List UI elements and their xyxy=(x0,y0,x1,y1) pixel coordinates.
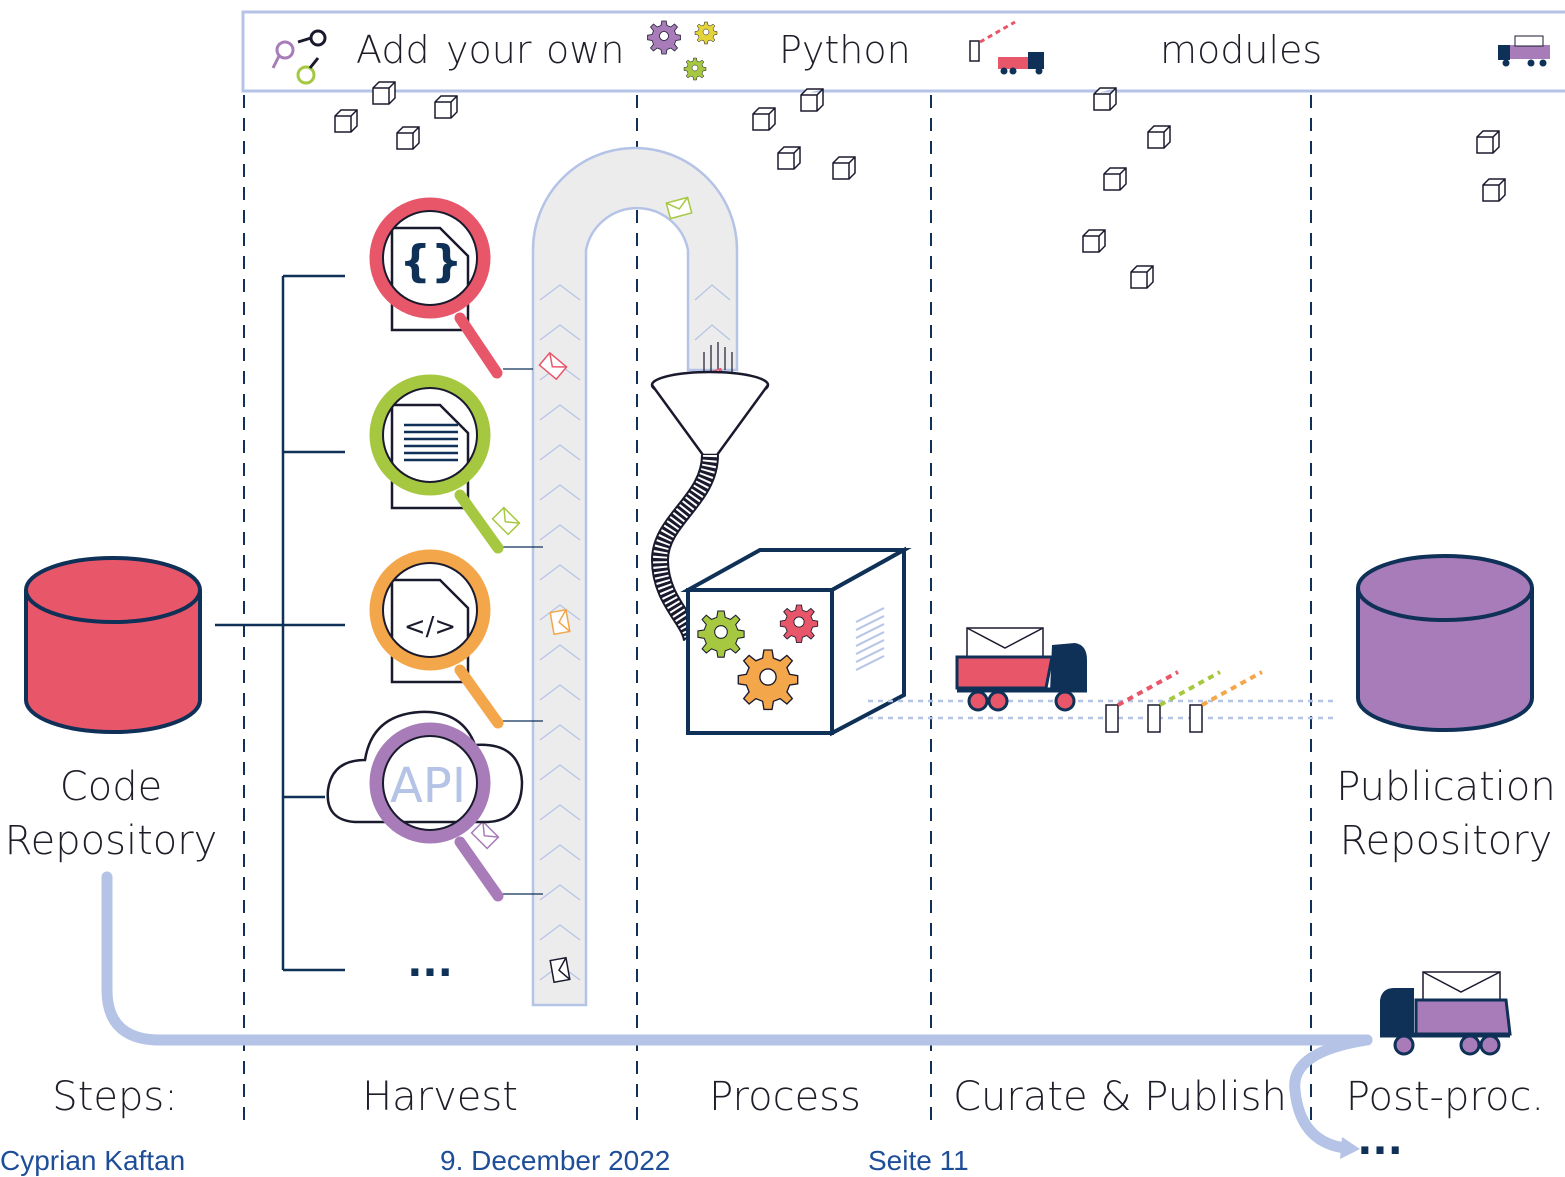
json-harvester-icon: {} xyxy=(369,197,503,379)
barrier-gates-icon xyxy=(1105,670,1263,733)
footer-page: Seite 11 xyxy=(868,1145,969,1176)
step-process: Process xyxy=(709,1074,861,1120)
purple-truck-large-icon xyxy=(1380,971,1512,1056)
code-repository-icon xyxy=(24,556,202,734)
processor-box-icon xyxy=(680,546,912,737)
text-harvester-icon xyxy=(369,374,504,554)
steps-label: Steps: xyxy=(52,1074,178,1120)
magnifier-link-icon xyxy=(271,29,327,85)
funnel-icon xyxy=(650,342,770,642)
code-repository-line-1: Code xyxy=(59,764,163,810)
banner-word-own: own xyxy=(546,28,625,72)
red-truck-icon xyxy=(955,627,1087,712)
step-harvest: Harvest xyxy=(362,1074,518,1120)
transport-lines xyxy=(868,699,1335,720)
package-cubes xyxy=(334,81,1506,289)
step-post-processing: Post-proc. xyxy=(1345,1074,1545,1120)
truck-barrier-icon xyxy=(969,20,1044,75)
harvest-branch-tree xyxy=(215,274,345,972)
banner-word-add: Add xyxy=(356,28,430,72)
code-harvester-icon: </> xyxy=(369,549,504,729)
svg-text:</>: </> xyxy=(404,612,456,642)
code-repository-line-2: Repository xyxy=(4,818,218,864)
conveyor-belt xyxy=(503,146,739,1007)
return-conveyor-tail xyxy=(1289,1034,1373,1154)
banner-word-python: Python xyxy=(779,28,911,72)
column-separators xyxy=(243,95,1312,1125)
api-harvester-icon: API xyxy=(326,710,524,902)
code-repository-label: Code Repository xyxy=(0,760,222,868)
step-curate-publish: Curate & Publish xyxy=(953,1074,1287,1120)
publication-repository-line-1: Publication xyxy=(1336,764,1556,810)
publication-repository-icon xyxy=(1356,554,1534,732)
return-conveyor xyxy=(101,871,1373,1046)
modules-banner xyxy=(241,10,1565,93)
banner-word-your: your xyxy=(446,28,532,72)
footer-date: 9. December 2022 xyxy=(440,1145,671,1176)
more-harvesters-ellipsis: ... xyxy=(407,940,453,986)
svg-text:{}: {} xyxy=(400,236,463,287)
banner-word-modules: modules xyxy=(1160,28,1323,72)
publication-repository-label: Publication Repository xyxy=(1335,760,1557,868)
publication-repository-line-2: Repository xyxy=(1339,818,1553,864)
api-label: API xyxy=(390,758,466,814)
purple-truck-icon xyxy=(1498,35,1550,67)
post-proc-ellipsis: ... xyxy=(1357,1118,1403,1164)
footer-author: Cyprian Kaftan xyxy=(0,1145,186,1176)
